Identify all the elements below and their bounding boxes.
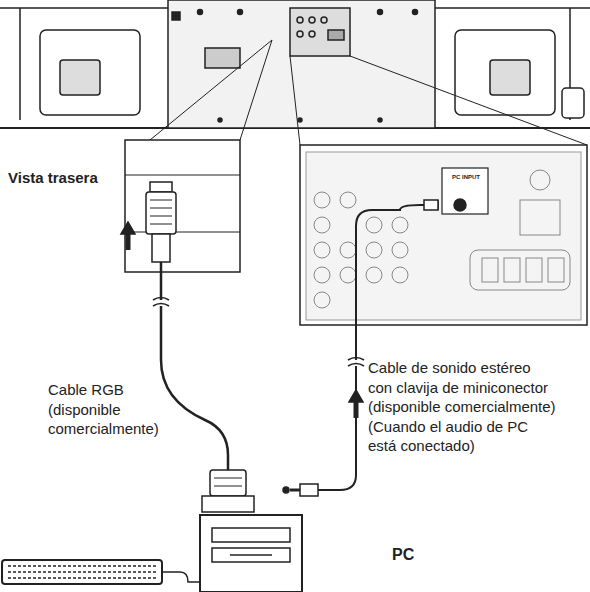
audio-zoom-box <box>300 145 587 325</box>
port-label: PC INPUT <box>446 174 486 181</box>
tv-rear <box>0 0 590 128</box>
rgb-zoom-box <box>121 140 240 272</box>
cable-label: Cable de sonido estéreo con clavija de m… <box>368 358 558 456</box>
pc-tower <box>200 487 302 592</box>
view-title: Vista trasera <box>8 168 98 188</box>
keyboard <box>2 560 200 584</box>
device-label: PC <box>392 545 414 566</box>
cable-label: Cable RGB (disponible comercialmente) <box>48 380 160 439</box>
